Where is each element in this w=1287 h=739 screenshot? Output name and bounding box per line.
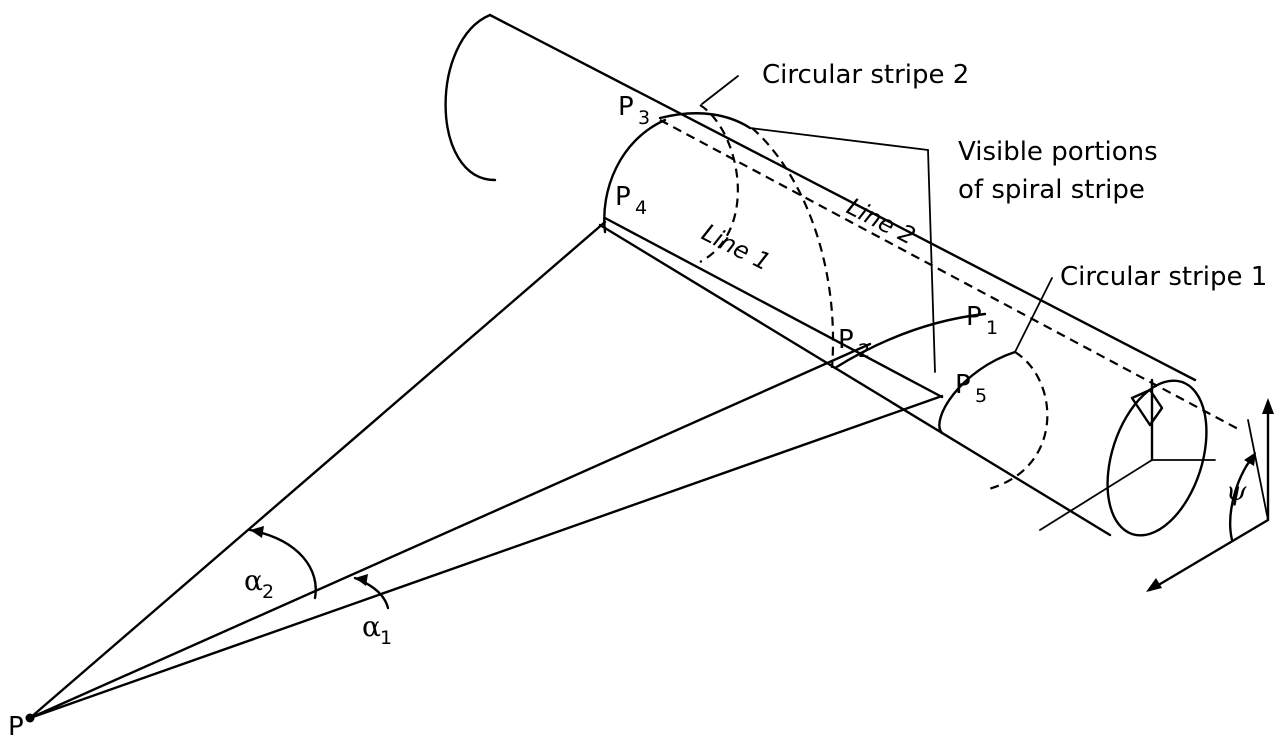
label-alpha-2: α 2 <box>244 564 274 603</box>
spiral-leader-2 <box>927 149 936 373</box>
svg-text:3: 3 <box>638 107 650 129</box>
model-lateral-line <box>1039 459 1153 531</box>
label-circular-stripe-2: Circular stripe 2 <box>762 60 969 90</box>
sight-line-p5 <box>28 394 944 720</box>
vertical-axis-arrowhead <box>1262 398 1274 414</box>
svg-text:α: α <box>362 610 381 643</box>
svg-text:5: 5 <box>975 385 987 407</box>
label-line-1: Line 1 <box>697 218 775 276</box>
label-p4: P 4 <box>615 182 647 219</box>
alpha-2-arc <box>248 528 317 600</box>
sight-line-p2 <box>28 342 872 720</box>
tilted-axis <box>1247 419 1269 521</box>
cylinder-top-edge <box>488 13 1197 382</box>
label-visible-portions-2: of spiral stripe <box>958 175 1145 205</box>
label-observer-p: P <box>8 712 24 739</box>
spiral-visible-bottom <box>833 312 987 370</box>
svg-text:α: α <box>244 564 263 597</box>
circular-stripe-1 <box>938 277 1053 492</box>
spiral-stripe <box>658 112 987 373</box>
label-alpha-1: α 1 <box>362 610 392 649</box>
lateral-axis-arrowhead <box>1146 578 1162 592</box>
svg-text:2: 2 <box>858 340 870 362</box>
stripe-1-hidden <box>984 351 1049 492</box>
label-p5: P 5 <box>955 370 987 407</box>
line-1 <box>603 216 944 399</box>
cylinder-body <box>444 13 1208 537</box>
alpha-2-arrowhead <box>250 526 264 538</box>
label-p1: P 1 <box>966 302 998 339</box>
label-circular-stripe-1: Circular stripe 1 <box>1060 262 1267 292</box>
svg-text:P: P <box>955 370 971 400</box>
axes <box>1146 398 1274 592</box>
svg-text:P: P <box>838 325 854 355</box>
svg-text:1: 1 <box>986 317 998 339</box>
sight-lines <box>28 220 944 720</box>
sight-line-p4 <box>28 220 607 720</box>
spiral-visible-top <box>658 112 752 130</box>
cylinder-near-end <box>1106 379 1208 537</box>
alpha-1-arrowhead <box>355 574 368 586</box>
cylinder-bottom-edge <box>598 223 1112 537</box>
stripe-2-leader <box>701 75 739 105</box>
svg-text:P: P <box>966 302 982 332</box>
cylinder-far-end <box>444 13 497 182</box>
stripe-1-visible <box>938 350 1017 435</box>
stripe-1-leader <box>1014 277 1053 353</box>
label-p2: P 2 <box>838 325 870 362</box>
model-body <box>1039 378 1216 531</box>
angle-arcs <box>248 526 390 610</box>
observer-point <box>25 713 35 723</box>
label-line-2: Line 2 <box>842 192 920 250</box>
label-visible-portions-1: Visible portions <box>958 137 1158 167</box>
line-2 <box>659 119 1241 431</box>
spiral-leader-1 <box>749 127 929 151</box>
svg-text:P: P <box>618 92 634 122</box>
psi-arrowhead <box>1244 452 1256 466</box>
label-psi: ψ <box>1226 477 1247 507</box>
svg-text:1: 1 <box>380 627 392 649</box>
lateral-axis <box>1148 518 1270 592</box>
stripe-2-hidden <box>699 104 739 263</box>
label-p3: P 3 <box>618 92 650 129</box>
svg-text:2: 2 <box>262 581 274 603</box>
model-wing <box>1130 388 1164 427</box>
svg-text:4: 4 <box>635 197 647 219</box>
svg-text:P: P <box>615 182 631 212</box>
labels: Circular stripe 2 Circular stripe 1 Visi… <box>8 60 1267 739</box>
